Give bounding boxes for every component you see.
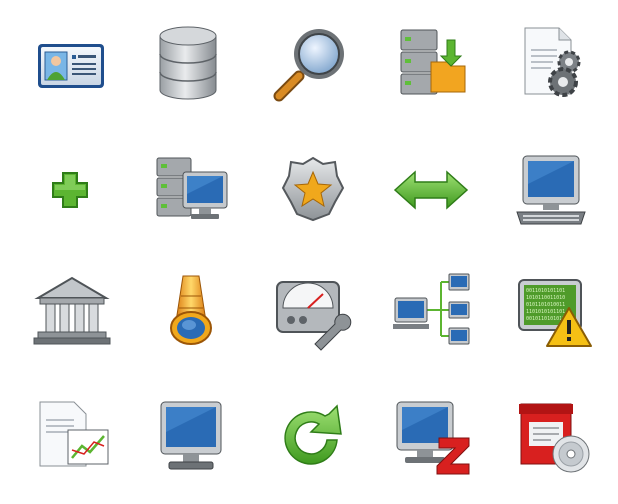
server-download-folder-icon [386,17,476,107]
svg-text:0010110101010: 0010110101010 [526,316,565,322]
monitor-icon [146,391,236,481]
svg-text:0101101010011: 0101101010011 [526,302,565,308]
monitor-sleep-icon [386,391,476,481]
gauge-wrench-icon [266,265,356,355]
document-settings-icon [508,17,598,107]
security-badge-icon [268,145,358,235]
bidirectional-arrows-icon [386,145,476,235]
id-card-icon [25,17,115,107]
network-topology-icon [386,265,476,355]
institution-building-icon [27,265,117,355]
report-chart-icon [27,391,117,481]
refresh-icon [268,391,358,481]
binary-code-warning-icon: 0011010101101 1010110011010 010110101001… [508,265,598,355]
server-with-monitor-icon [146,145,236,235]
svg-text:0011010101101: 0011010101101 [526,288,565,294]
svg-text:1101010101101: 1101010101101 [526,309,565,315]
database-icon [143,17,233,107]
add-plus-icon [25,145,115,235]
search-magnifier-icon [266,17,356,107]
svg-text:1010110011010: 1010110011010 [526,295,565,301]
pipe-tunnel-icon [146,265,236,355]
desktop-computer-icon [506,145,596,235]
software-package-disc-icon [508,391,598,481]
